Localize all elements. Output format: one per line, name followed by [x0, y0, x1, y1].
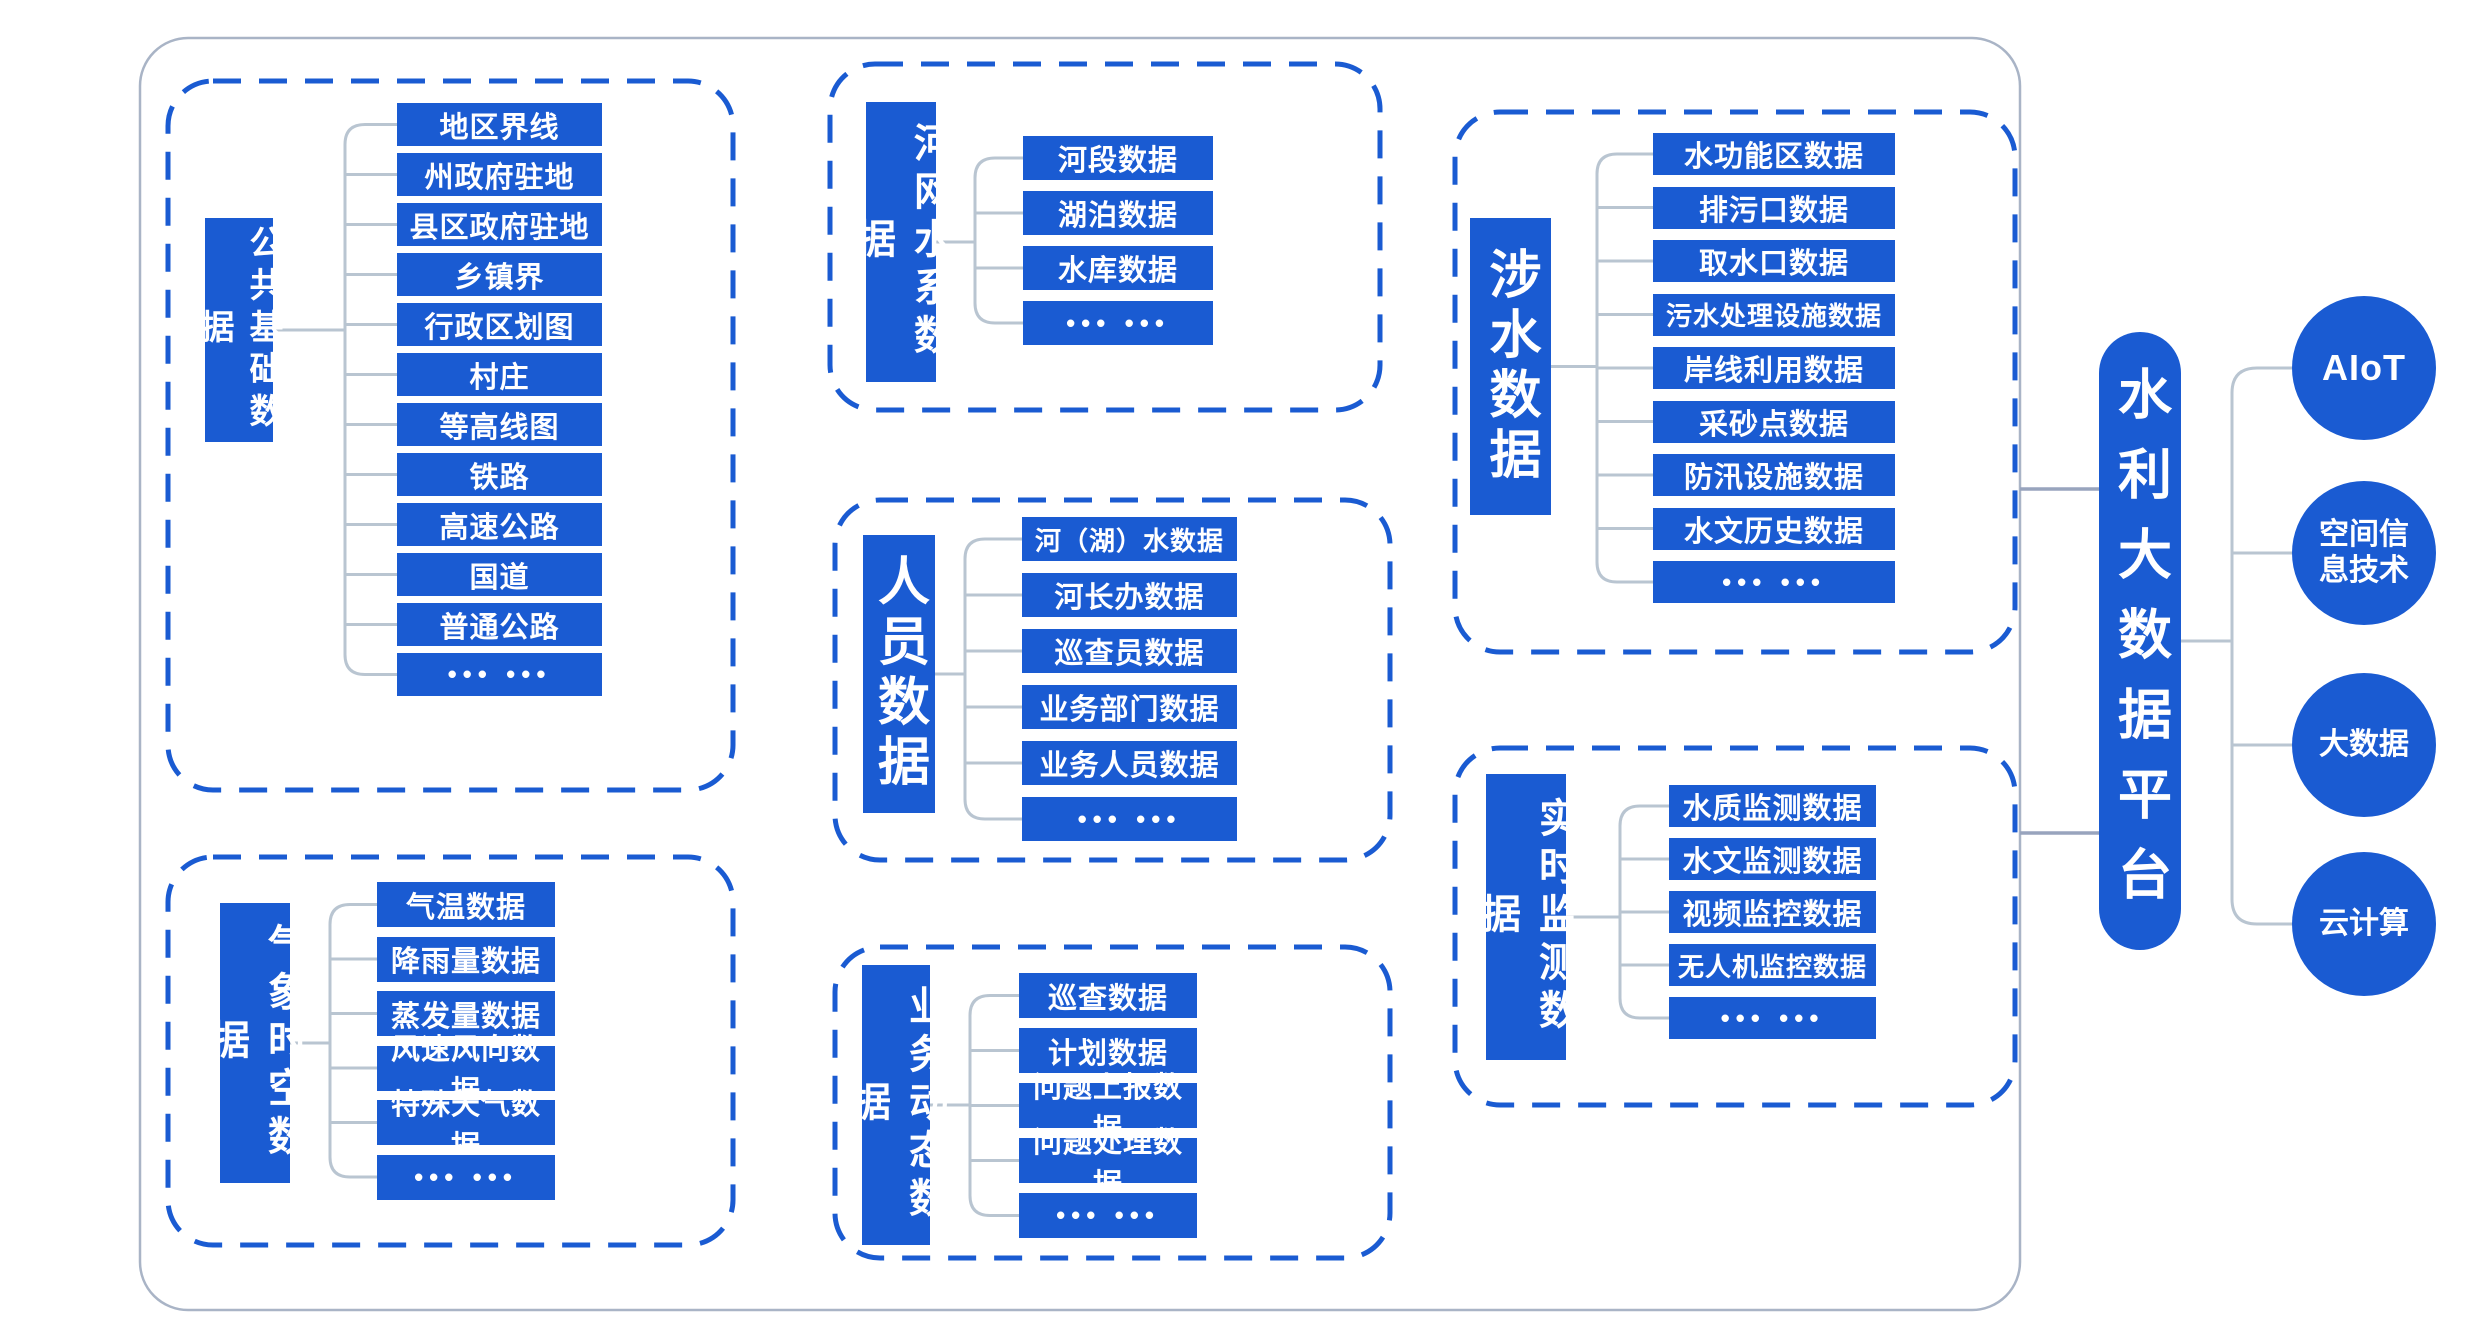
- group-item: 水库数据: [1023, 246, 1213, 290]
- group-item: 普通公路: [397, 603, 602, 646]
- group-item: 水质监测数据: [1669, 785, 1876, 827]
- group-border-business-dynamic-data: [832, 944, 1393, 1261]
- group-item: 岸线利用数据: [1653, 347, 1895, 389]
- group-item: 铁路: [397, 453, 602, 496]
- connector-line: [328, 903, 377, 1179]
- tech-circle-big-data: 大数据: [2292, 673, 2436, 817]
- group-item: 排污口数据: [1653, 186, 1895, 229]
- group-item: 高速公路: [397, 503, 602, 546]
- group-label-public-basic-data: 公共基础数据: [195, 218, 282, 442]
- group-item: 气温数据: [377, 882, 555, 927]
- group-item: 特殊天气数据: [377, 1089, 555, 1163]
- tech-circle-cloud-computing: 云计算: [2292, 852, 2436, 996]
- group-label-water-related-data: 涉水数据: [1470, 218, 1551, 515]
- group-item: 业务人员数据: [1022, 741, 1237, 785]
- group-item: 防汛设施数据: [1653, 454, 1895, 496]
- group-item: 取水口数据: [1653, 240, 1895, 282]
- group-border-realtime-monitoring-data: [1452, 745, 2018, 1108]
- group-item: 县区政府驻地: [397, 203, 602, 246]
- group-item: 等高线图: [397, 403, 602, 446]
- group-label-business-dynamic-data: 业务动态数据: [845, 965, 947, 1245]
- group-item: 问题上报数据: [1019, 1072, 1197, 1146]
- group-item: 业务部门数据: [1022, 685, 1237, 729]
- group-border-public-basic-data: [165, 78, 736, 793]
- group-item-more: ••• •••: [1669, 997, 1876, 1039]
- group-item: 视频监控数据: [1669, 891, 1876, 933]
- group-item: 计划数据: [1019, 1028, 1197, 1073]
- group-item: 河长办数据: [1022, 573, 1237, 617]
- group-item: 河（湖）水数据: [1022, 517, 1237, 561]
- group-item: 降雨量数据: [377, 936, 555, 982]
- group-item: 巡查数据: [1019, 973, 1197, 1018]
- group-border-river-network-data: [827, 61, 1383, 413]
- group-item: 湖泊数据: [1023, 191, 1213, 235]
- group-item-more: ••• •••: [1653, 561, 1895, 603]
- group-item: 乡镇界: [397, 253, 602, 296]
- group-item: 行政区划图: [397, 303, 602, 346]
- group-item: 问题处理数据: [1019, 1127, 1197, 1201]
- connector-line: [343, 123, 397, 676]
- connector-line: [973, 156, 1023, 325]
- group-item: 污水处理设施数据: [1653, 293, 1895, 336]
- group-item: 无人机监控数据: [1669, 944, 1876, 986]
- group-item: 采砂点数据: [1653, 400, 1895, 443]
- group-item-more: ••• •••: [1023, 301, 1213, 345]
- group-border-personnel-data: [832, 497, 1393, 863]
- tech-circle-aiot: AIoT: [2292, 296, 2436, 440]
- platform-node: 水利大数据平台: [2099, 332, 2181, 950]
- connector-line: [2230, 366, 2292, 926]
- group-item: 州政府驻地: [397, 153, 602, 196]
- group-item: 河段数据: [1023, 136, 1213, 180]
- group-item: 水文历史数据: [1653, 507, 1895, 550]
- group-item-more: ••• •••: [1022, 797, 1237, 841]
- group-item: 水功能区数据: [1653, 133, 1895, 175]
- group-item-more: ••• •••: [1019, 1193, 1197, 1238]
- group-item: 水文监测数据: [1669, 838, 1876, 880]
- group-item: 风速风向数据: [377, 1034, 555, 1108]
- group-item: 村庄: [397, 353, 602, 396]
- connector-line: [963, 537, 1022, 821]
- group-item-more: ••• •••: [397, 653, 602, 696]
- group-border-meteorological-spatiotemporal-data: [165, 854, 736, 1248]
- group-label-river-network-data: 河网水系数据: [850, 102, 952, 382]
- outer-container-border: [138, 36, 2022, 1312]
- group-border-water-related-data: [1452, 109, 2018, 655]
- group-item: 地区界线: [397, 103, 602, 146]
- group-item-more: ••• •••: [377, 1154, 555, 1200]
- group-label-personnel-data: 人员数据: [863, 535, 935, 813]
- group-item: 巡查员数据: [1022, 629, 1237, 673]
- group-item: 蒸发量数据: [377, 991, 555, 1036]
- group-label-meteorological-spatiotemporal-data: 气象时空数据: [204, 903, 306, 1183]
- group-label-realtime-monitoring-data: 实时监测数据: [1475, 774, 1577, 1060]
- tech-circle-spatial-information-technology: 空间信息技术: [2292, 481, 2436, 625]
- group-item: 国道: [397, 553, 602, 596]
